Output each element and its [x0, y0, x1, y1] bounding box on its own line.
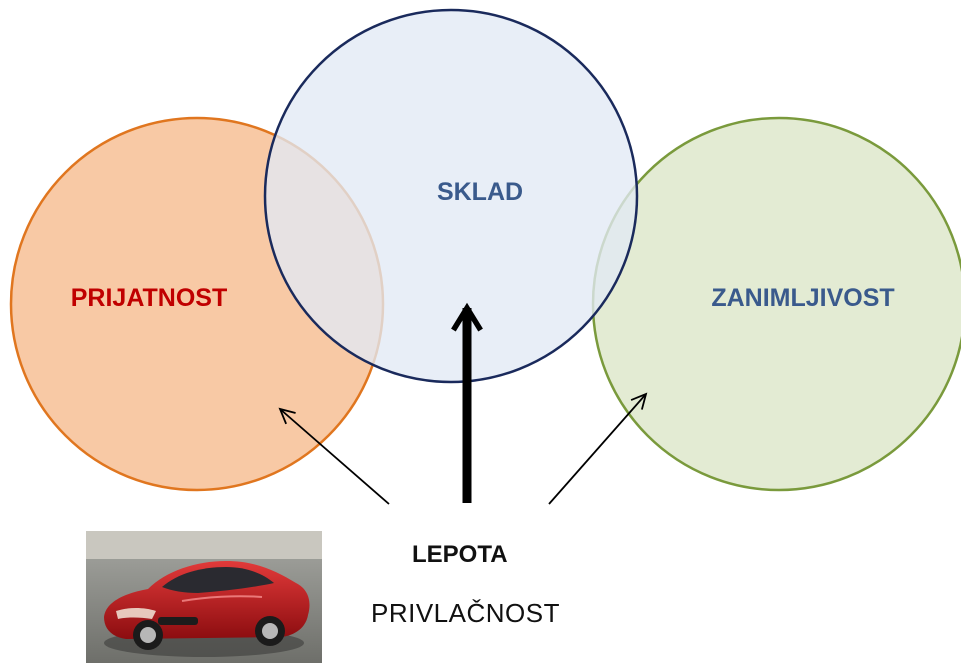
label-zanimljivost: ZANIMLJIVOST: [711, 284, 894, 312]
label-lepota: LEPOTA: [412, 541, 508, 568]
car-image: [86, 531, 322, 663]
circle-sklad: [263, 8, 639, 384]
label-sklad: SKLAD: [437, 178, 523, 206]
arrow-to-prijatnost: [280, 409, 390, 505]
label-privlacnost: PRIVLAČNOST: [371, 598, 560, 628]
arrow-to-zanimljivost: [548, 394, 646, 505]
label-prijatnost: PRIJATNOST: [71, 284, 228, 312]
